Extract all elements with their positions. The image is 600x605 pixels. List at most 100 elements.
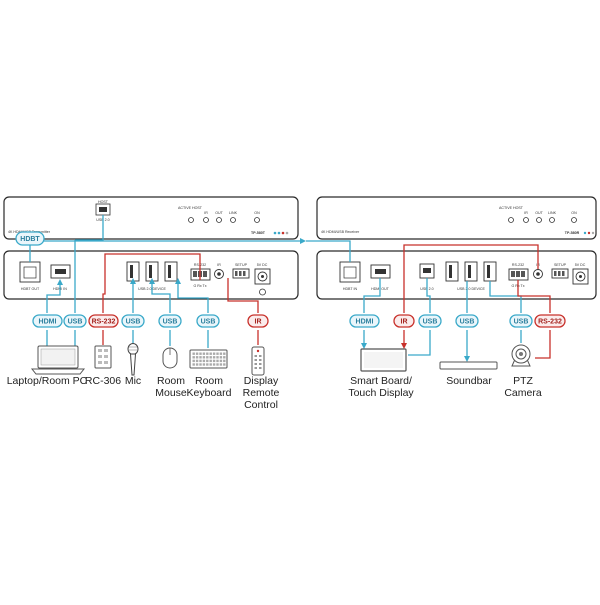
hdbt-pill-label: HDBT [20, 236, 40, 243]
display-remote-label-3: Control [244, 399, 278, 411]
rx-ir-pill: IR [401, 318, 408, 325]
tx-ir-wire [227, 278, 259, 313]
keyboard-key [192, 356, 195, 359]
keyboard-key [216, 356, 219, 359]
rx-led-label-link: LINK [548, 211, 557, 215]
display-remote-label-1: Display [244, 375, 279, 387]
tx-led-link [230, 217, 236, 223]
tx-keyboard-usb-wire [177, 281, 209, 313]
tx-rs232-pill: RS-232 [92, 318, 116, 325]
rx-led-on [571, 217, 577, 223]
keyboard-key [192, 363, 195, 366]
rx-model-label: 4K HDMI/USB Receiver [321, 230, 360, 234]
tx-led-on [254, 217, 260, 223]
rx-touch-usb-wire [426, 278, 431, 313]
ptz-camera-label-2: Camera [504, 387, 542, 399]
keyboard-key [216, 363, 219, 366]
rx-usb-pill-1: USB [423, 318, 438, 325]
keyboard-key [199, 359, 202, 363]
keyboard-key [192, 359, 195, 363]
rx-led-label-ir: IR [524, 211, 528, 215]
keyboard-key [209, 352, 212, 355]
rc306-keypad-icon [94, 345, 112, 369]
rx-leds: ACTIVE HOST IR OUT LINK ON [499, 206, 577, 223]
receiver-rear-panel: HDBT IN HDMI OUT USB 2.0 USB 2.0 DEVICE … [316, 250, 597, 300]
keyboard-key [199, 363, 202, 366]
rx-rs232-label: RS-232 [512, 263, 524, 267]
tx-hdbt-out-label: HDBT OUT [21, 287, 40, 291]
rx-usb-pill-3: USB [514, 318, 529, 325]
rx-connector-pills: HDMI IR USB USB USB RS-232 [349, 314, 566, 328]
tx-setup-label: SETUP [235, 263, 248, 267]
soundbar-icon [439, 361, 498, 370]
tx-front-host-label: HOST [98, 200, 109, 204]
keyboard-key [206, 363, 209, 366]
keyboard-key [219, 352, 223, 355]
remote-control-icon [251, 346, 265, 376]
rx-led-label-out: OUT [535, 211, 543, 215]
tx-rs232-pins-label: G Rx Tx [193, 284, 206, 288]
keyboard-key [195, 352, 199, 355]
rx-led-ir [523, 217, 529, 223]
room-mouse-label-2: Mouse [155, 387, 187, 399]
keyboard-key [195, 359, 199, 363]
rx-usb-device-ports: USB 2.0 DEVICE [445, 261, 497, 291]
keyboard-key [209, 356, 212, 359]
rx-setup-label: SETUP [554, 263, 567, 267]
laptop-label: Laptop/Room PC [7, 375, 88, 387]
tx-led-label-active: ACTIVE HOST [178, 206, 203, 210]
smart-board-icon [360, 348, 407, 372]
rx-wires [306, 240, 551, 362]
keyboard-key [195, 356, 199, 359]
keyboard-key [223, 359, 226, 363]
tx-ir-port: IR [214, 263, 224, 279]
keyboard-key [209, 363, 212, 366]
rx-led-out [536, 217, 542, 223]
keyboard-key [202, 363, 206, 366]
keyboard-icon [189, 349, 228, 369]
keyboard-key [212, 359, 216, 363]
rx-led-link [549, 217, 555, 223]
rx-led-active [508, 217, 514, 223]
tx-hdmi-wire [46, 282, 61, 313]
tx-usb-pill-1: USB [68, 318, 83, 325]
laptop-icon [30, 345, 86, 375]
rx-hdbt-in-port: HDBT IN [339, 261, 361, 291]
tx-mouse-usb-wire [151, 281, 171, 313]
keyboard-key [219, 356, 223, 359]
keyboard-key [212, 363, 216, 366]
tx-ir-label: IR [217, 263, 221, 267]
keyboard-key [219, 363, 223, 366]
keyboard-key [206, 359, 209, 363]
tx-power-port: 5V DC [254, 263, 271, 296]
rx-usb-pill-2: USB [460, 318, 475, 325]
tx-hdbt-out-port: HDBT OUT [19, 261, 41, 291]
keyboard-key [202, 352, 206, 355]
rx-setup-switch: SETUP [551, 263, 569, 279]
tx-usb-pill-2: USB [126, 318, 141, 325]
tx-led-out [216, 217, 222, 223]
display-remote-label-2: Remote [243, 387, 280, 399]
rx-model-badge: TP-580R [565, 231, 580, 235]
tx-power-label: 5V DC [257, 263, 268, 267]
tx-setup-switch: SETUP [232, 263, 250, 279]
keyboard-key [216, 359, 219, 363]
keyboard-key [195, 363, 199, 366]
tx-led-label-ir: IR [204, 211, 208, 215]
rx-led-label-active: ACTIVE HOST [499, 206, 524, 210]
ptz-camera-label-1: PTZ [513, 375, 533, 387]
tx-leds: ACTIVE HOST IR OUT LINK ON [178, 206, 260, 223]
rx-power-label: 5V DC [575, 263, 586, 267]
keyboard-key [192, 352, 195, 355]
tx-usb-pill-3: USB [163, 318, 178, 325]
keyboard-key [216, 352, 219, 355]
keyboard-key [202, 359, 206, 363]
keyboard-key [223, 356, 226, 359]
keyboard-key [212, 352, 216, 355]
keyboard-key [209, 359, 212, 363]
smart-board-label-1: Smart Board/ [350, 375, 412, 387]
room-keyboard-label-2: Keyboard [187, 387, 232, 399]
keyboard-key [199, 356, 202, 359]
keyboard-key [202, 356, 206, 359]
